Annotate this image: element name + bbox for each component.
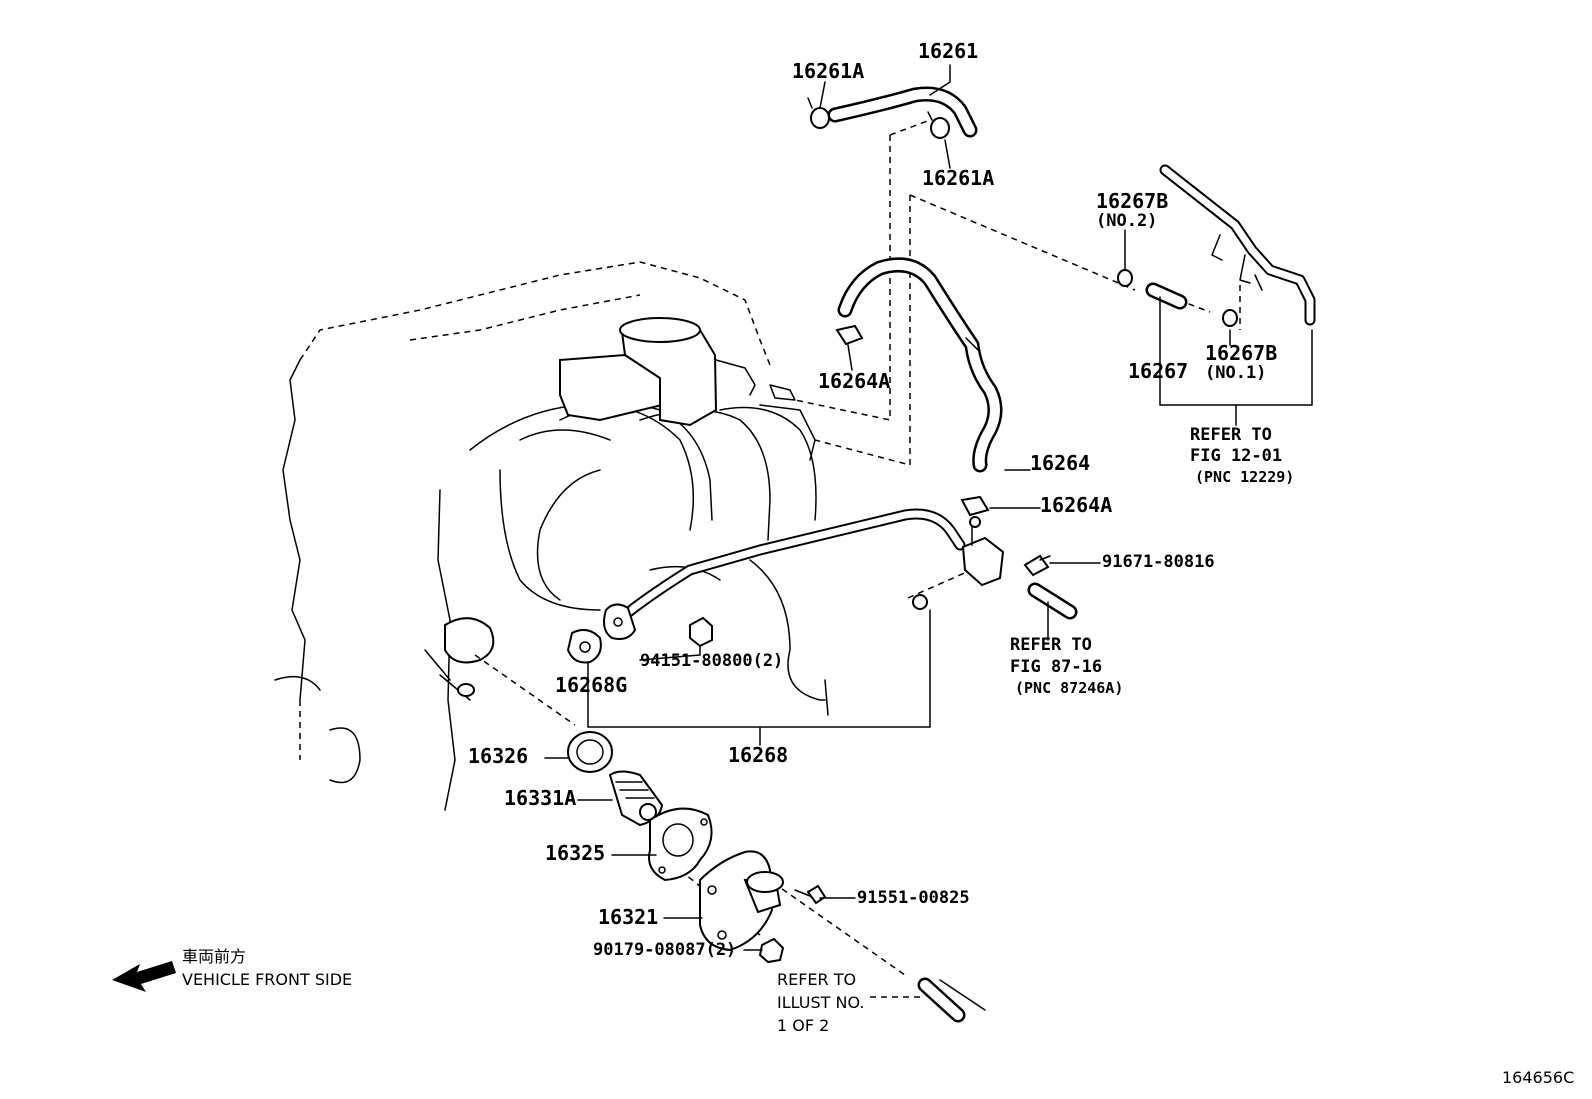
callout-16261A-top: 16261A	[792, 59, 864, 83]
callout-16267B-no2: 16267B	[1096, 189, 1168, 213]
water-bypass-pipe	[1159, 164, 1316, 326]
callout-91551-00825: 91551-00825	[857, 888, 970, 908]
callout-94151-80800: 94151-80800(2)	[640, 651, 783, 671]
callout-16267B-no1: 16267B	[1205, 341, 1277, 365]
figure-id: 164656C	[1502, 1068, 1574, 1087]
callout-16321: 16321	[598, 905, 658, 929]
seal-16326	[567, 731, 613, 773]
thermostat-16331A	[608, 770, 664, 827]
callout-16264A-top: 16264A	[818, 369, 890, 393]
hose-16261	[827, 86, 978, 138]
ref-hose-illust	[917, 977, 986, 1023]
leader-lines	[544, 64, 1313, 998]
callout-16331A: 16331A	[504, 786, 576, 810]
engine-outline	[274, 261, 829, 811]
arrow-left-icon	[112, 961, 176, 992]
clip-16264A-bot	[960, 495, 990, 517]
ref-hose-87246A	[1027, 582, 1078, 620]
clamp-16267B-no2	[1117, 269, 1133, 287]
ref-12-01-line3: (PNC 12229)	[1195, 468, 1294, 486]
ref-87-16-line1: REFER TO	[1010, 635, 1092, 655]
ref-12-01-line1: REFER TO	[1190, 425, 1272, 445]
callout-16326: 16326	[468, 744, 528, 768]
callout-16261A-mid: 16261A	[922, 166, 994, 190]
ref-87-16-line2: FIG 87-16	[1010, 657, 1102, 677]
callout-16264: 16264	[1030, 451, 1090, 475]
ref-87-16-line3: (PNC 87246A)	[1015, 679, 1123, 697]
clamp-16261A-top	[807, 97, 830, 129]
grommet-16268	[912, 594, 928, 610]
callout-16267B-no1-sub: (NO.1)	[1205, 363, 1266, 383]
callout-16267: 16267	[1128, 359, 1188, 383]
vehicle-front-marker: 車両前方 VEHICLE FRONT SIDE	[182, 947, 352, 989]
clamp-16267B-no1	[1222, 309, 1238, 327]
water-inlet-16321	[699, 850, 784, 952]
callout-90179-08087: 90179-08087(2)	[593, 940, 736, 960]
reference-fig-12-01: REFER TO FIG 12-01 (PNC 12229)	[1190, 425, 1294, 486]
bolt-91671	[1023, 554, 1051, 577]
callout-91671-80816: 91671-80816	[1102, 552, 1215, 572]
gasket-16325	[648, 807, 713, 882]
callout-16325: 16325	[545, 841, 605, 865]
front-label-english: VEHICLE FRONT SIDE	[182, 970, 352, 989]
clamp-16261A-mid	[927, 111, 950, 139]
ref-12-01-line2: FIG 12-01	[1190, 446, 1282, 466]
callout-16268: 16268	[728, 743, 788, 767]
leader-dashes	[474, 119, 1241, 976]
reference-fig-87-16: REFER TO FIG 87-16 (PNC 87246A)	[1010, 635, 1123, 697]
ref-illust-line1: REFER TO	[777, 970, 856, 989]
gasket-16268G	[566, 628, 602, 664]
callout-16264A-bot: 16264A	[1040, 493, 1112, 517]
hose-16264	[837, 257, 1003, 473]
hose-16267	[1145, 282, 1188, 310]
stud-91551	[794, 884, 827, 905]
ref-illust-line2: ILLUST NO.	[777, 993, 864, 1012]
callout-16268G: 16268G	[555, 673, 627, 697]
callouts: 16261 16261A 16261A 16267B (NO.2) 16264A…	[468, 39, 1277, 960]
clip-16264A-top	[835, 324, 864, 346]
nut-90179	[758, 937, 785, 964]
water-pipe-16268	[603, 508, 1005, 640]
reference-illust: REFER TO ILLUST NO. 1 OF 2	[777, 970, 864, 1035]
front-label-japanese: 車両前方	[182, 947, 246, 966]
callout-16267B-no2-sub: (NO.2)	[1096, 211, 1157, 231]
nut-94151	[689, 616, 713, 648]
callout-16261: 16261	[918, 39, 978, 63]
ref-illust-line3: 1 OF 2	[777, 1016, 829, 1035]
